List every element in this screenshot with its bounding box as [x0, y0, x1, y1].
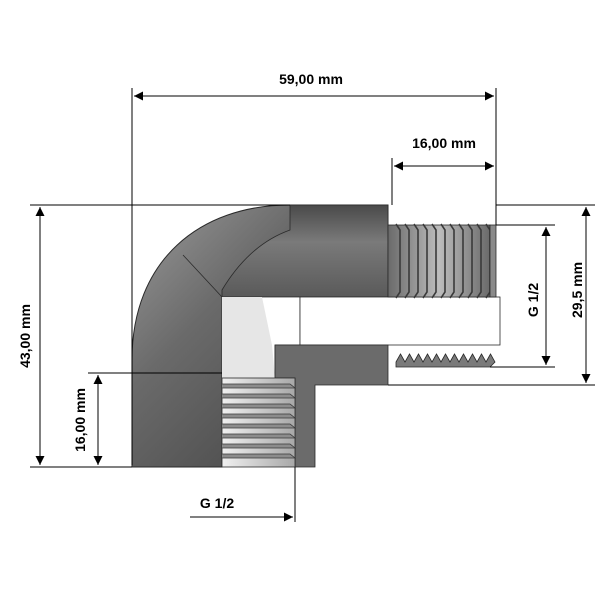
female-thread [221, 377, 297, 468]
male-thread-ridge [395, 223, 401, 299]
male-thread-ridge [449, 223, 455, 299]
male-thread-ridge [440, 223, 446, 299]
male-thread-ridge [458, 223, 464, 299]
female-thread-ridge [222, 433, 297, 439]
elbow-body [131, 204, 501, 468]
male-thread-core [387, 224, 491, 298]
female-thread-ridge [222, 453, 297, 459]
dimension-lines [30, 88, 595, 522]
male-thread-ridge [467, 223, 473, 299]
male-thread-ridge [422, 223, 428, 299]
female-thread-ridge [222, 443, 297, 449]
male-thread [387, 223, 491, 299]
inner-channel-shade [222, 297, 275, 378]
male-offset-label: 29,5 mm [569, 262, 585, 318]
female-thread-ridge [222, 423, 297, 429]
female-thread-ridge [222, 403, 297, 409]
male-thread-size-label: G 1/2 [525, 283, 541, 317]
female-thread-size-label: G 1/2 [200, 495, 234, 511]
male-thread-ridge [413, 223, 419, 299]
male-thread-length-label: 16,00 mm [412, 135, 476, 151]
female-thread-ridge [222, 413, 297, 419]
lower-thread-teeth-path [395, 353, 496, 368]
miter-seam [182, 254, 223, 298]
female-thread-length-label: 16,00 mm [72, 388, 88, 452]
male-thread-end [489, 224, 497, 298]
female-thread-core [221, 377, 296, 468]
female-thread-ridge [222, 383, 297, 389]
overall-height-label: 43,00 mm [17, 304, 33, 368]
male-thread-ridge [476, 223, 482, 299]
horizontal-bore [299, 296, 501, 346]
female-thread-ridge [222, 393, 297, 399]
overall-width-label: 59,00 mm [279, 71, 343, 87]
lower-thread-teeth [395, 353, 496, 368]
male-thread-ridge [404, 223, 410, 299]
male-thread-ridge [431, 223, 437, 299]
